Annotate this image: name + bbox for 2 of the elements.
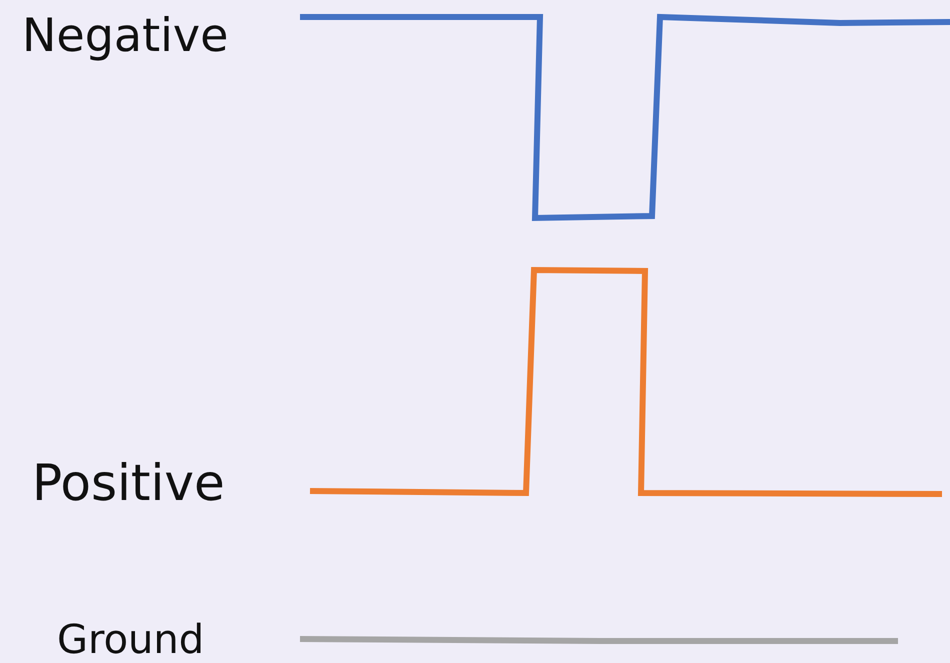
signal-label: Positive: [32, 458, 225, 508]
signal-label: Ground: [57, 620, 204, 660]
